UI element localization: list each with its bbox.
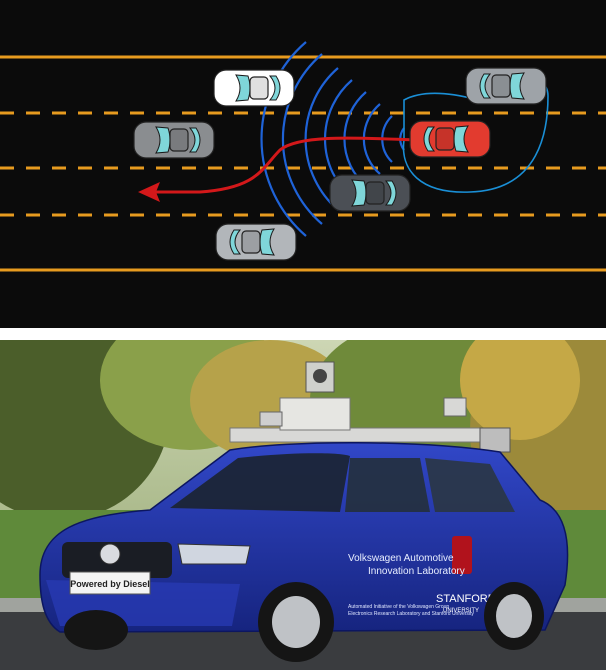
wheels	[64, 582, 544, 662]
door-text-line1: Volkswagen Automotive	[348, 553, 454, 564]
sensor-rack	[229, 361, 511, 453]
car-grey-bottom	[215, 223, 297, 261]
trajectory-arrowhead	[138, 182, 160, 202]
car-ego-red	[409, 120, 491, 158]
grille-sign-text: Powered by Diesel	[70, 579, 150, 589]
car-white	[213, 69, 295, 107]
car-dark	[329, 174, 411, 212]
traffic-diagram	[0, 0, 606, 328]
university-sub: UNIVERSITY	[443, 608, 479, 614]
stanford-logo-icon	[452, 536, 472, 574]
vw-logo-icon	[99, 543, 121, 565]
road-background	[0, 0, 606, 328]
car-grey-left	[133, 121, 215, 159]
sponsor-small-line1: Automated Initiative of the Volkswagen G…	[348, 604, 449, 610]
car-grey-top-right	[465, 67, 547, 105]
grille-sign	[69, 571, 151, 595]
planned-trajectory	[152, 136, 419, 194]
door-text-line2: Innovation Laboratory	[368, 566, 465, 577]
sponsor-small-line2: Electronics Research Laboratory and Stan…	[348, 611, 474, 617]
autonomous-car-photo: Powered by Diesel Volkswagen Automotive …	[0, 340, 606, 670]
car-body: Powered by Diesel Volkswagen Automotive …	[39, 441, 569, 633]
university-name: STANFORD	[436, 593, 496, 605]
